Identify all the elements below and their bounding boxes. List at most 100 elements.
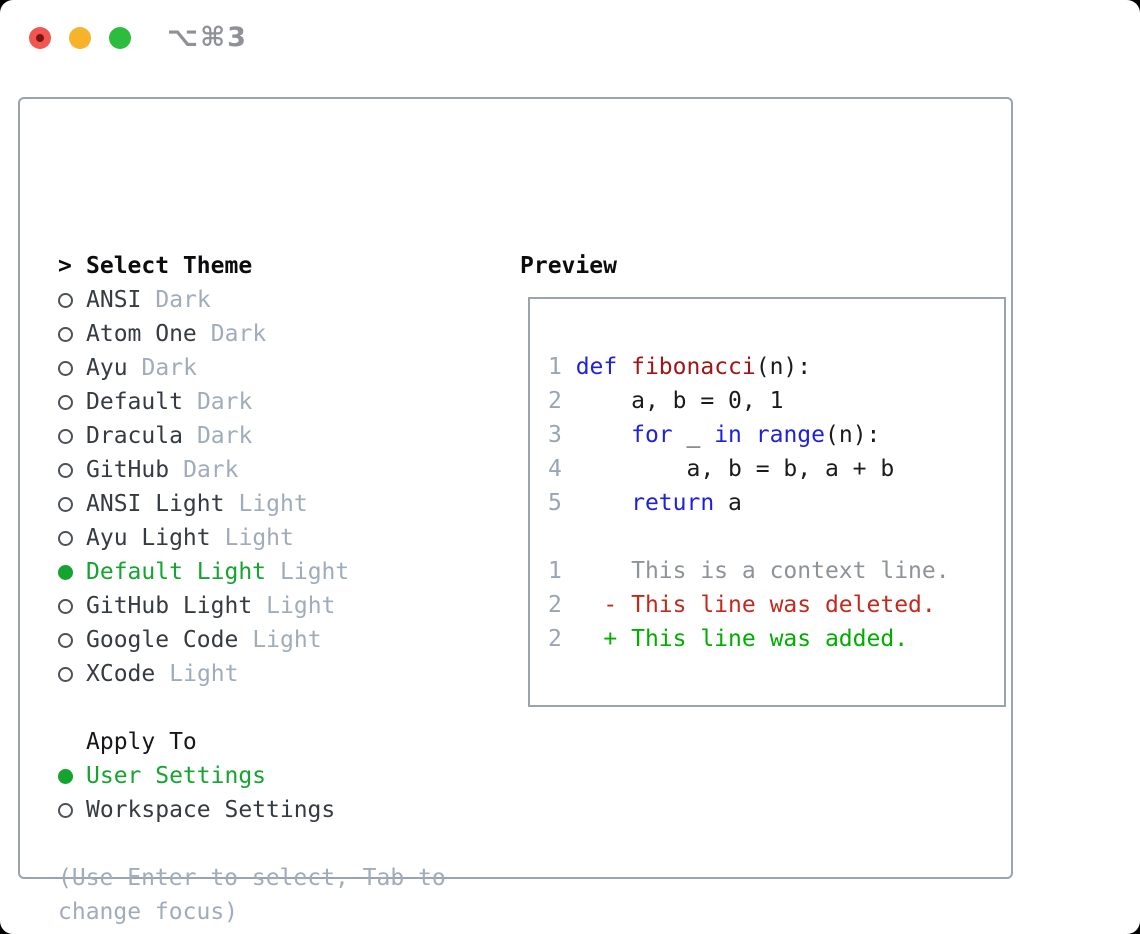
- theme-variant-tag: Light: [169, 661, 239, 687]
- line-number: 2: [548, 626, 576, 652]
- code-token: [617, 354, 631, 380]
- theme-option-ansi[interactable]: ANSI Dark: [58, 283, 508, 317]
- theme-variant-tag: Dark: [196, 423, 253, 449]
- preview-line: 1 This is a context line.: [548, 554, 1004, 588]
- zoom-button[interactable]: [109, 27, 131, 49]
- code-token: This is a context line.: [575, 558, 950, 584]
- code-token: [742, 422, 756, 448]
- preview-line: 2 + This line was added.: [548, 622, 1004, 656]
- line-number: 3: [548, 422, 576, 448]
- theme-name: Dracula: [86, 423, 183, 449]
- radio-unselected-icon: [58, 598, 73, 614]
- theme-option-xcode[interactable]: XCode Light: [58, 657, 508, 691]
- line-number: 2: [548, 592, 576, 618]
- select-theme-title: Select Theme: [86, 253, 253, 279]
- theme-variant-tag: Dark: [196, 389, 253, 415]
- radio-unselected-icon: [58, 394, 73, 410]
- theme-variant-tag: Light: [266, 593, 336, 619]
- theme-variant-tag: Dark: [210, 321, 267, 347]
- line-number: 2: [548, 388, 576, 414]
- theme-name: Google Code: [86, 627, 239, 653]
- radio-unselected-icon: [58, 326, 73, 342]
- apply-option-label: User Settings: [86, 763, 267, 789]
- code-token: [576, 490, 631, 516]
- help-text-line-2: change focus): [58, 899, 239, 925]
- code-token: a: [714, 490, 742, 516]
- line-number: 1: [548, 558, 576, 584]
- radio-selected-icon: [58, 564, 73, 580]
- code-token: return: [631, 490, 715, 516]
- line-number: 1: [548, 354, 576, 380]
- radio-unselected-icon: [58, 632, 73, 648]
- theme-name: Atom One: [86, 321, 197, 347]
- theme-option-atom-one[interactable]: Atom One Dark: [58, 317, 508, 351]
- minimize-button[interactable]: [69, 27, 91, 49]
- apply-option-workspace-settings[interactable]: Workspace Settings: [58, 793, 508, 827]
- theme-name: ANSI: [86, 287, 142, 313]
- code-token: for: [631, 422, 673, 448]
- code-token: + This line was added.: [575, 626, 909, 652]
- preview-line: 1 def fibonacci(n):: [548, 350, 1004, 384]
- theme-name: Ayu Light: [86, 525, 211, 551]
- theme-variant-tag: Dark: [141, 355, 197, 381]
- spacer: [58, 827, 508, 861]
- radio-unselected-icon: [58, 462, 73, 478]
- code-token: range: [755, 422, 825, 448]
- select-theme-header: > Select Theme: [58, 249, 508, 283]
- theme-name: Ayu: [86, 355, 128, 381]
- code-token: (n):: [825, 422, 881, 448]
- theme-option-default-light[interactable]: Default Light Light: [58, 555, 508, 589]
- close-button[interactable]: [29, 27, 51, 49]
- theme-option-google-code[interactable]: Google Code Light: [58, 623, 508, 657]
- code-token: - This line was deleted.: [575, 592, 936, 618]
- code-token: a, b = b, a + b: [575, 456, 895, 482]
- theme-option-default[interactable]: Default Dark: [58, 385, 508, 419]
- theme-name: Default: [86, 389, 183, 415]
- theme-variant-tag: Light: [224, 525, 294, 551]
- theme-name: ANSI Light: [86, 491, 225, 517]
- code-token: def: [575, 354, 618, 380]
- line-number: [548, 524, 576, 550]
- theme-option-ayu[interactable]: Ayu Dark: [58, 351, 508, 385]
- theme-variant-tag: Dark: [183, 457, 239, 483]
- window-title-shortcut: ⌥⌘3: [167, 22, 248, 53]
- radio-unselected-icon: [58, 428, 73, 444]
- apply-option-user-settings[interactable]: User Settings: [58, 759, 508, 793]
- code-token: a, b = 0, 1: [575, 388, 784, 414]
- radio-unselected-icon: [58, 666, 73, 682]
- radio-unselected-icon: [58, 802, 73, 818]
- focus-cursor-icon: >: [58, 253, 72, 279]
- spacer: [58, 691, 508, 725]
- line-number: 5: [548, 490, 576, 516]
- theme-variant-tag: Dark: [155, 287, 211, 313]
- theme-option-dracula[interactable]: Dracula Dark: [58, 419, 508, 453]
- radio-unselected-icon: [58, 530, 73, 546]
- theme-option-ayu-light[interactable]: Ayu Light Light: [58, 521, 508, 555]
- code-token: in: [714, 422, 742, 448]
- theme-name: Default Light: [86, 559, 267, 585]
- code-token: fibonacci: [631, 354, 756, 380]
- preview-line: 2 - This line was deleted.: [548, 588, 1004, 622]
- radio-unselected-icon: [58, 360, 73, 376]
- theme-name: XCode: [86, 661, 156, 687]
- radio-selected-icon: [58, 768, 73, 784]
- theme-option-ansi-light[interactable]: ANSI Light Light: [58, 487, 508, 521]
- theme-variant-tag: Light: [252, 627, 322, 653]
- line-number: 4: [548, 456, 576, 482]
- theme-option-github[interactable]: GitHub Dark: [58, 453, 508, 487]
- code-token: _: [672, 422, 715, 448]
- traffic-lights: [29, 27, 131, 49]
- theme-variant-tag: Light: [280, 559, 350, 585]
- theme-variant-tag: Light: [238, 491, 308, 517]
- code-token: [576, 422, 631, 448]
- apply-to-header: Apply To: [86, 729, 197, 755]
- theme-name: GitHub: [86, 457, 170, 483]
- radio-unselected-icon: [58, 292, 73, 308]
